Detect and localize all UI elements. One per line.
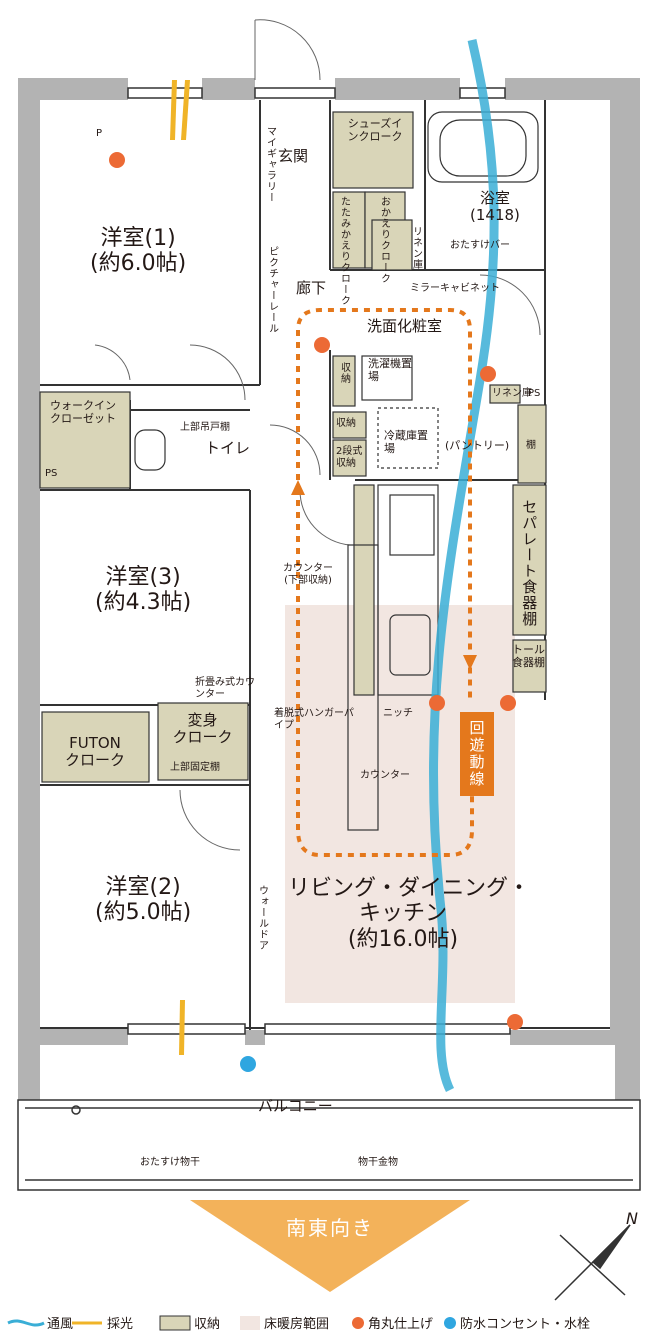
my-gallery-label: マイギャラリー [264,126,276,203]
legend-daylight: 採光 [107,1317,134,1332]
wall-left [18,78,128,1045]
loop-arrow-down [463,655,477,670]
upper-cupboard-label: 上部吊戸棚 [180,422,230,433]
mirror-cabinet-label: ミラーキャビネット [410,283,500,294]
daylight-marks [170,80,190,1055]
floor-heating-area [285,605,515,1003]
circulation-loop-label: 回遊動線 [460,712,494,796]
otasuke-bar-label: おたすけバー [450,240,510,251]
two-tier-storage-label: 2段式収納 [336,446,363,469]
wall-door-label: ウォールドア [256,885,268,951]
hoshi-kanamono-label: 物干金物 [358,1157,398,1168]
western-room-2-label: 洋室(2)(約5.0帖) [95,875,192,926]
corridor-label: 廊下 [296,279,327,297]
legend-floor-heating: 床暖房範囲 [264,1317,330,1332]
picture-rail-label: ピクチャーレール [266,246,278,334]
legend-ventilation: 通風 [47,1317,74,1332]
storage-2-label: 収納 [336,418,356,429]
legend-rounded-corner: 角丸仕上げ [368,1317,434,1332]
fridge-area-label: 冷蔵庫置場 [384,429,428,455]
ps-left-label: PS [45,468,58,479]
legend-heating-swatch [240,1316,260,1330]
compass [554,1224,631,1301]
ldk-label: リビング・ダイニング・キッチン(約16.0帖) [288,876,531,952]
pantry-label: (パントリー) [445,439,510,452]
shelf-label: 棚 [526,440,536,451]
storage-areas [39,111,547,783]
linen-storage-label: リネン庫 [410,226,422,270]
counter-label: カウンター [360,770,410,781]
legend-ventilation-swatch [7,1319,45,1327]
folding-counter-label: 折畳み式カウンター [195,677,255,700]
legend-rounded-dot [352,1317,364,1329]
ventilation-stream [429,38,499,1093]
ps-right-label: PS [528,388,541,399]
walk-in-closet-label: ウォークインクローゼット [50,399,116,425]
walls [18,78,640,1100]
toilet-label: トイレ [205,439,251,457]
entrance-label: 玄関 [278,147,309,165]
waterproof-outlet-dot [240,1056,256,1072]
facing-direction-label: 南東向き [286,1216,374,1240]
bath-label: 浴室(1418) [470,189,520,225]
henshin-cloak-label: 変身クローク [172,711,233,747]
washer-area-label: 洗濯機置場 [368,357,412,383]
western-room-1-label: 洋室(1)(約6.0帖) [90,226,187,277]
western-room-3-label: 洋室(3)(約4.3帖) [95,565,192,616]
door-swings [94,19,541,851]
loop-arrow-up [291,480,305,495]
north-label: N [626,1209,638,1228]
upper-fixed-shelf-label: 上部固定棚 [170,762,220,773]
legend-storage-swatch [159,1315,191,1331]
legend-waterproof-dot [444,1317,456,1329]
legend-waterproof-outlet: 防水コンセント・水栓 [460,1317,591,1332]
counter-lower-label: カウンター(下部収納) [283,563,333,586]
tall-cupboard-label: トール食器棚 [512,643,545,669]
washroom-label: 洗面化粧室 [367,317,443,335]
legend-storage: 収納 [194,1317,221,1332]
circulation-loop [296,308,474,857]
hanger-pipe-label: 着脱式ハンガーパイプ [274,708,354,731]
linen-storage-small-label: リネン庫 [492,388,532,399]
niche-label: ニッチ [383,708,413,719]
okaeri-cloak-label: おかえりクローク [378,196,390,284]
shoes-in-cloak-label: シューズインクローク [347,117,403,143]
balcony [17,1099,641,1191]
separate-cupboard-label: セパレート食器棚 [520,498,539,627]
storage-1-label: 収納 [338,362,350,384]
tatami-cloak-label: たたみかえりクローク [338,196,350,306]
balcony-label: バルコニー [258,1097,333,1115]
wall-right [505,78,640,1100]
facing-arrow [190,1200,470,1292]
rounded-corner-dots [109,152,523,1030]
p-mark-label: P [96,128,103,139]
otasuke-hoshi-label: おたすけ物干 [140,1157,200,1168]
